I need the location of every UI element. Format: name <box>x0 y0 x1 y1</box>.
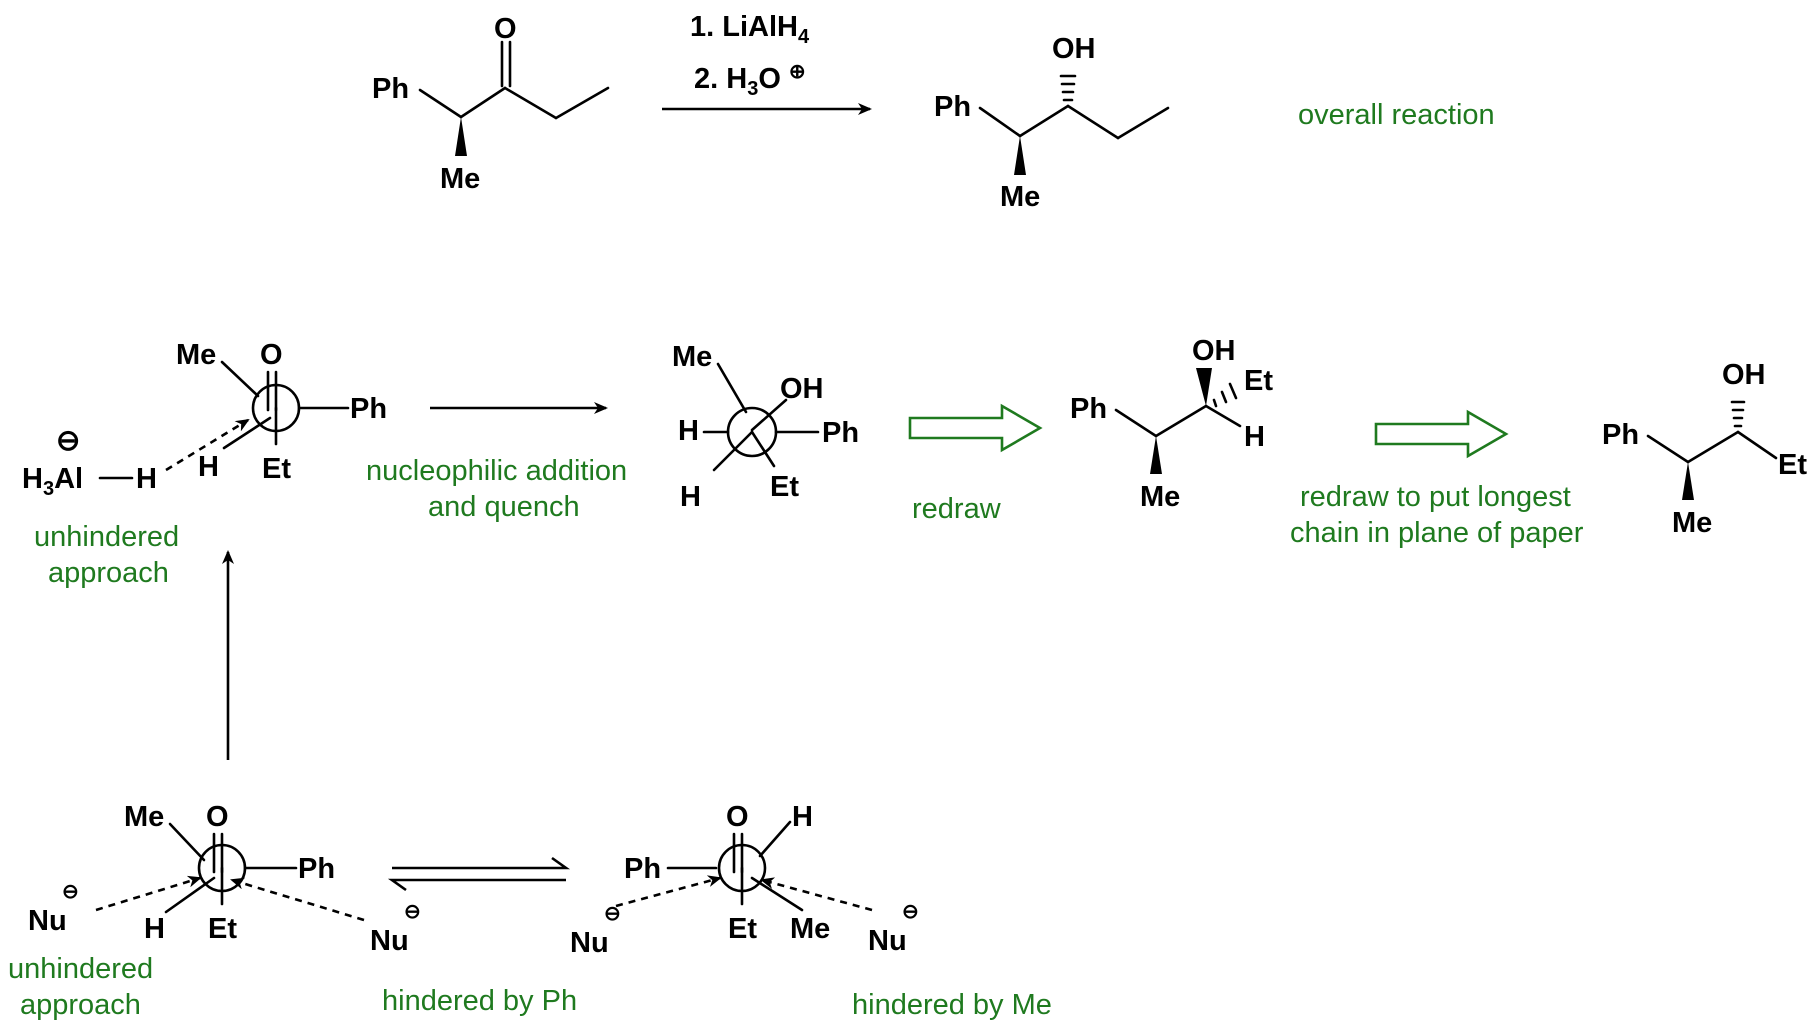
conf2-o-label: O <box>726 801 749 833</box>
product-oh-label: OH <box>1052 33 1096 65</box>
redraw2-oh-label: OH <box>1722 359 1766 391</box>
newman-product: Me OH H Ph H Et <box>672 341 859 513</box>
redraw-arrow-2 <box>1374 409 1509 459</box>
redraw2-wedge-me <box>1682 462 1694 500</box>
redraw1-wedge-oh <box>1196 368 1212 406</box>
redraw2-ph-label: Ph <box>1602 419 1639 451</box>
conf1-nu-left-label: Nu <box>28 905 67 937</box>
redraw2-me-label: Me <box>1672 507 1712 539</box>
redraw1-wedge-me <box>1150 436 1162 474</box>
redraw2-hash-oh <box>1730 400 1746 428</box>
newman2-me-label: Me <box>672 341 712 373</box>
conf1-et-label: Et <box>208 913 237 945</box>
note-hindered-me: hindered by Me <box>852 989 1052 1021</box>
conf1-h-label: H <box>144 913 165 945</box>
product-alcohol-top: Ph Me OH <box>934 33 1170 213</box>
overall-reaction-note: overall reaction <box>1298 99 1495 131</box>
note-nucleophilic-2: and quench <box>428 491 580 523</box>
newman-conformer-2: Ph O H Et Me Nu ⊖ Nu ⊖ <box>570 801 919 959</box>
reagent-2: 2. H3O⊕ <box>694 61 806 100</box>
note-redraw-long-1: redraw to put longest <box>1300 481 1571 513</box>
conf2-nu-left-label: Nu <box>570 927 609 959</box>
hydride-minus: ⊖ <box>56 425 80 457</box>
reaction-arrow-top: 1. LiAlH4 2. H3O⊕ <box>662 11 872 115</box>
ketone-o-label: O <box>494 13 517 45</box>
conf2-h-label: H <box>792 801 813 833</box>
redraw1-et-label: Et <box>1244 365 1273 397</box>
conf1-o-label: O <box>206 801 229 833</box>
newman1-h-label: H <box>198 451 219 483</box>
conf1-me-label: Me <box>124 801 164 833</box>
note-approach-1: approach <box>48 557 169 589</box>
redraw1-h-label: H <box>1244 421 1265 453</box>
ketone-me-label: Me <box>440 163 480 195</box>
redraw1-hash-et <box>1212 382 1238 408</box>
newman2-h-bottom-label: H <box>680 481 701 513</box>
equilibrium-arrows <box>387 856 571 892</box>
conf2-ph-label: Ph <box>624 853 661 885</box>
conf2-nu-left-minus: ⊖ <box>604 903 621 925</box>
newman1-me-label: Me <box>176 339 216 371</box>
note-approach-2: approach <box>20 989 141 1021</box>
note-hindered-ph: hindered by Ph <box>382 985 577 1017</box>
product-me-label: Me <box>1000 181 1040 213</box>
newman2-h-left-label: H <box>678 415 699 447</box>
hydride-donor: ⊖ H3Al H <box>22 418 250 500</box>
redraw-arrow-1 <box>908 403 1043 453</box>
conf1-ph-label: Ph <box>298 853 335 885</box>
note-unhindered-1: unhindered <box>34 521 179 553</box>
newman2-et-label: Et <box>770 471 799 503</box>
starting-ketone: Ph O Me <box>372 13 610 195</box>
note-redraw: redraw <box>912 493 1002 525</box>
newman1-ph-label: Ph <box>350 393 387 425</box>
redraw1-oh-label: OH <box>1192 335 1236 367</box>
redraw2-et-label: Et <box>1778 449 1807 481</box>
redraw1-me-label: Me <box>1140 481 1180 513</box>
product-hash-bond <box>1059 74 1077 102</box>
redrawn-product-2: Ph Et Me OH <box>1602 359 1807 539</box>
product-wedge-bond <box>1014 136 1026 175</box>
conf1-nu-right-minus: ⊖ <box>404 901 421 923</box>
note-unhindered-2: unhindered <box>8 953 153 985</box>
note-redraw-long-2: chain in plane of paper <box>1290 517 1584 549</box>
newman-hydride-attack: Me O Ph Et H <box>176 339 387 485</box>
conf1-nu-left-minus: ⊖ <box>62 881 79 903</box>
conf2-me-label: Me <box>790 913 830 945</box>
note-nucleophilic-1: nucleophilic addition <box>366 455 627 487</box>
newman1-et-label: Et <box>262 453 291 485</box>
hydride-h-label: H <box>136 463 157 495</box>
product-ph-label: Ph <box>934 91 971 123</box>
conf2-et-label: Et <box>728 913 757 945</box>
reagent-1: 1. LiAlH4 <box>690 11 810 48</box>
ketone-wedge-bond <box>455 117 467 156</box>
newman2-ph-label: Ph <box>822 417 859 449</box>
ketone-ph-label: Ph <box>372 73 409 105</box>
conf2-nu-right-minus: ⊖ <box>902 901 919 923</box>
conf1-nu-right-label: Nu <box>370 925 409 957</box>
redraw1-ph-label: Ph <box>1070 393 1107 425</box>
hydride-label: H3Al <box>22 463 83 500</box>
redrawn-product-1: Ph Me OH Et H <box>1070 335 1273 513</box>
conf2-nu-right-label: Nu <box>868 925 907 957</box>
newman1-o-label: O <box>260 339 283 371</box>
newman-conformer-1: Me O Ph Et H Nu ⊖ Nu ⊖ <box>28 801 421 957</box>
